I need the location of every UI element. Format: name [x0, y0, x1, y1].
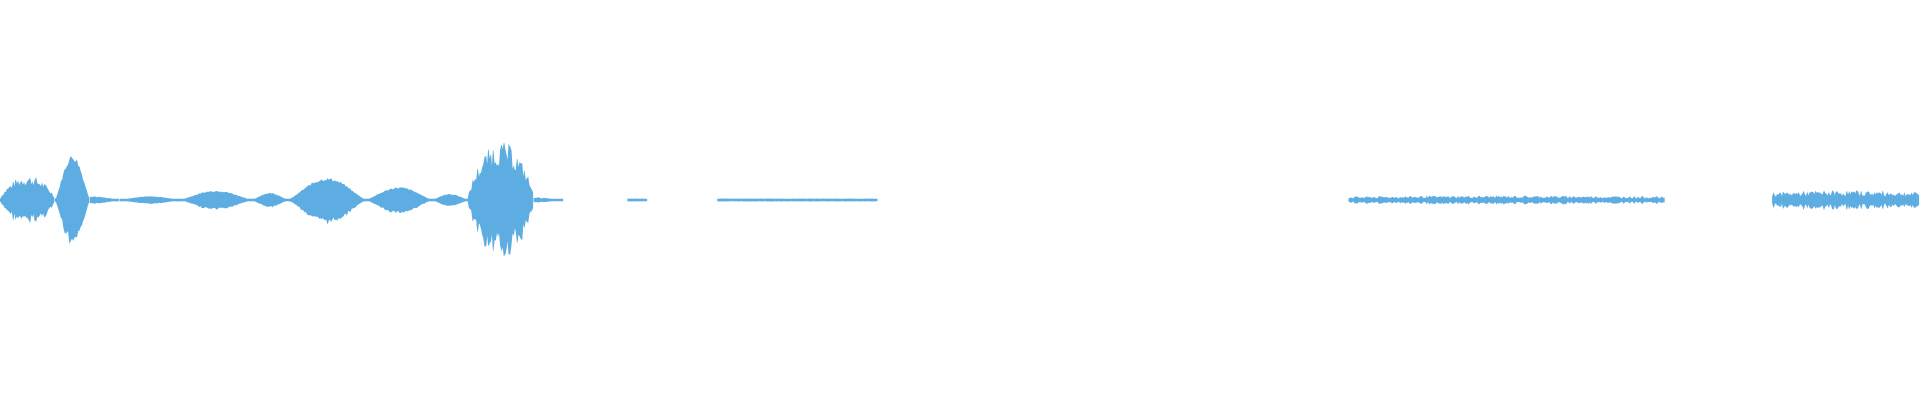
waveform-segment-line-1 — [717, 198, 878, 202]
waveform-segment-bump-1 — [119, 196, 181, 205]
waveform-segment-burst-1 — [0, 177, 55, 224]
waveform-segment-tick-1 — [627, 198, 648, 202]
waveform-segment-noise-2 — [1772, 190, 1920, 211]
waveform-segment-bump-5 — [431, 193, 469, 206]
waveform-segment-bump-3 — [251, 192, 289, 208]
waveform-segment-noise-1 — [1348, 195, 1665, 205]
waveform-segment-bump-4 — [365, 187, 433, 214]
waveform-segment-burst-2 — [54, 155, 90, 244]
waveform-segment-tail-2 — [533, 197, 564, 203]
waveform-segment-burst-3 — [287, 177, 367, 225]
waveform-segment-burst-4 — [467, 142, 534, 257]
waveform-segment-bump-2 — [179, 191, 253, 210]
waveform-segment-tail-1 — [89, 196, 120, 204]
